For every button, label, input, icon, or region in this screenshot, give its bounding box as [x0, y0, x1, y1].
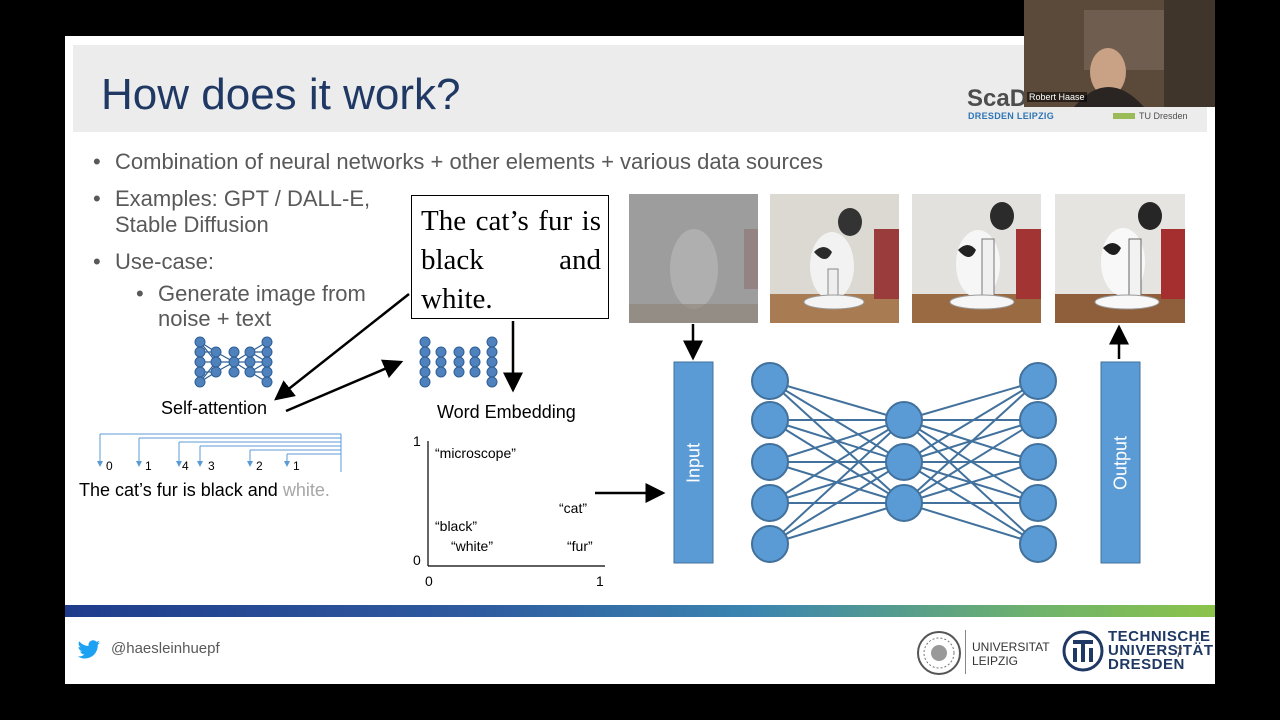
title-bar: How does it work? ScaDS DRESDEN LEIPZIG …: [73, 45, 1207, 132]
prompt-text-box: The cat’s fur is black and white.: [411, 195, 609, 319]
sub-bullet-generate: •Generate image from: [136, 281, 366, 306]
output-image-4: [1055, 194, 1185, 323]
cat-photo-4: [1055, 194, 1185, 323]
embedding-word-microscope: “microscope”: [435, 445, 516, 461]
attention-weight-1: 0: [106, 459, 113, 473]
attention-bracket-lines: [97, 433, 342, 472]
attention-weight-6: 1: [293, 459, 300, 473]
bullet-examples: •Examples: GPT / DALL-E,: [93, 186, 371, 211]
output-label: Output: [1110, 435, 1130, 490]
axis-x-zero: 0: [425, 573, 433, 589]
slide: How does it work? ScaDS DRESDEN LEIPZIG …: [65, 36, 1215, 684]
sentence-part-4: white.: [282, 480, 330, 500]
embedding-axes: [427, 441, 605, 567]
tu-line3: DRESDEN: [1108, 656, 1185, 673]
leipzig-seal-logo: [917, 631, 961, 675]
sentence-part-1: The cat’s fur: [79, 480, 178, 500]
footer-gradient-bar: [65, 605, 1215, 617]
sentence-part-2: is: [182, 480, 196, 500]
output-label-container: Output: [1101, 362, 1140, 563]
output-layer-bar: [1100, 361, 1141, 564]
page-number: 7: [1175, 644, 1183, 660]
denoised-image-3: [912, 194, 1041, 323]
embedding-word-white: “white”: [451, 538, 494, 554]
axis-y-top: 1: [413, 433, 421, 449]
attention-weight-5: 2: [256, 459, 263, 473]
leipzig-line2: LEIPZIG: [972, 654, 1019, 668]
sentence-part-3: black and: [200, 480, 278, 500]
bullet-examples-line1: Examples: GPT / DALL-E,: [115, 186, 371, 211]
axis-x-one: 1: [596, 573, 604, 589]
bullet-combination-text: Combination of neural networks + other e…: [115, 149, 824, 174]
self-attention-label: Self-attention: [161, 398, 268, 418]
tu-dresden-wordmark: TECHNISCHE UNIVERSITÄT DRESDEN: [1108, 628, 1214, 673]
noisy-cat-silhouette: [629, 194, 758, 323]
sub-bullet-line2: noise + text: [158, 306, 272, 331]
denoised-image-2: [770, 194, 899, 323]
input-label-container: Input: [674, 362, 713, 563]
embedding-word-fur: “fur”: [567, 538, 593, 554]
tu-line2: UNIVERSITÄT: [1108, 642, 1214, 659]
attention-weight-2: 1: [145, 459, 152, 473]
cat-photo-3: [912, 194, 1041, 323]
tu-small-logo-mark: [1113, 113, 1135, 119]
noisy-image-1: [629, 194, 758, 323]
scads-logo-subtitle: DRESDEN LEIPZIG: [968, 111, 1055, 121]
tu-small-logo: TU Dresden: [1139, 111, 1188, 121]
logo-divider: [965, 630, 966, 674]
slide-title: How does it work?: [101, 70, 461, 119]
sub-bullet-line1: Generate image from: [158, 281, 366, 306]
leipzig-wordmark: UNIVERSITAT LEIPZIG: [972, 640, 1050, 668]
cat-photo-2: [770, 194, 899, 323]
arrow-text-to-attention: [274, 293, 410, 401]
embedding-word-black: “black”: [435, 518, 478, 534]
attention-sentence: The cat’s fur is black and white.: [79, 480, 330, 501]
autoencoder-network: [751, 362, 1057, 563]
input-label: Input: [683, 442, 703, 483]
tu-line1: TECHNISCHE: [1108, 628, 1211, 645]
attention-weight-3: 4: [182, 459, 189, 473]
bullet-examples-line2: Stable Diffusion: [115, 212, 269, 237]
webcam-video: [1024, 0, 1215, 107]
bullet-use-case: •Use-case:: [93, 249, 215, 274]
word-embedding-label: Word Embedding: [437, 402, 576, 422]
attention-weight-4: 3: [208, 459, 215, 473]
leipzig-line1: UNIVERSITAT: [972, 640, 1050, 654]
twitter-icon: [77, 640, 100, 659]
bullet-use-case-text: Use-case:: [115, 249, 215, 274]
bullet-combination: •Combination of neural networks + other …: [93, 149, 824, 174]
diagram-layer: [97, 293, 1141, 567]
webcam-participant-name: Robert Haase: [1027, 92, 1087, 102]
small-network-icon-attention: [194, 336, 273, 388]
small-network-icon-embedding: [419, 336, 498, 388]
embedding-word-cat: “cat”: [559, 500, 587, 516]
twitter-handle: @haesleinhuepf: [111, 640, 220, 657]
tu-dresden-logo-mark: [1062, 630, 1104, 672]
arrow-attention-to-embedding: [285, 359, 404, 413]
input-layer-bar: [673, 361, 714, 564]
webcam-overlay: Robert Haase: [1024, 0, 1215, 107]
axis-y-zero: 0: [413, 552, 421, 568]
